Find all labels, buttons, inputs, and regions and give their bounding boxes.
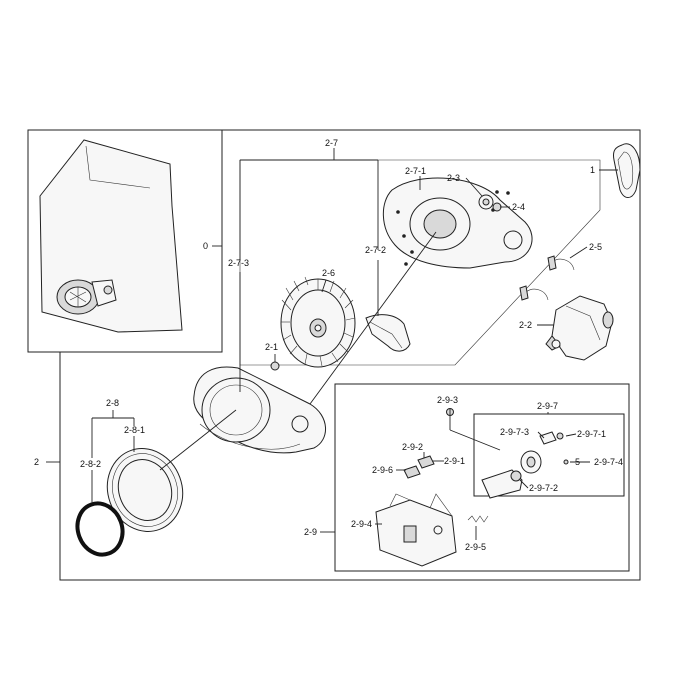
box-idler-sub [473, 413, 625, 497]
label-2-2: 2-2 [519, 320, 532, 330]
label-2: 2 [34, 457, 39, 467]
label-2-9-7-2: 2-9-7-2 [529, 483, 558, 493]
label-2-9-2: 2-9-2 [402, 442, 423, 452]
label-2-9-6: 2-9-6 [372, 465, 393, 475]
label-2-8-2: 2-8-2 [80, 459, 101, 469]
idler-washer-drawing [563, 459, 569, 465]
cover-panel [39, 139, 183, 333]
idler-pulley-wheel-drawing [520, 450, 542, 474]
callout-labels: 0 1 2 2-1 2-2 2-3 2-4 2-5 2-6 2-7 2-7-1 … [34, 138, 623, 552]
motor-clamps [519, 255, 575, 301]
idler-pulley-drawing [478, 194, 494, 210]
label-2-7-1: 2-7-1 [405, 166, 426, 176]
duct-ring-drawing [106, 448, 184, 532]
panel-fan-module [56, 279, 117, 315]
label-2-8-1: 2-8-1 [124, 425, 145, 435]
label-2-9-3: 2-9-3 [437, 395, 458, 405]
idler-spring-drawing [467, 515, 489, 523]
label-1: 1 [590, 165, 595, 175]
label-2-4: 2-4 [512, 202, 525, 212]
label-2-9-1: 2-9-1 [444, 456, 465, 466]
idler-bracket-drawing [375, 493, 457, 567]
duct-gasket-drawing [75, 501, 125, 557]
label-2-9-7-4: 2-9-7-4 [594, 457, 623, 467]
label-2-7-3: 2-7-3 [228, 258, 249, 268]
leader-lines [46, 148, 618, 540]
label-2-7: 2-7 [325, 138, 338, 148]
label-2-1: 2-1 [265, 342, 278, 352]
idler-shaft-drawing [539, 431, 564, 445]
label-5: 5 [575, 457, 580, 467]
drive-motor-drawing [545, 295, 614, 361]
label-2-7-2: 2-7-2 [365, 245, 386, 255]
label-2-9-5: 2-9-5 [465, 542, 486, 552]
pulley-clip-drawing [492, 202, 502, 212]
drive-belt-drawing [613, 143, 641, 198]
label-2-9-7-3: 2-9-7-3 [500, 427, 529, 437]
label-0: 0 [203, 241, 208, 251]
label-2-8: 2-8 [106, 398, 119, 408]
label-2-9-7-1: 2-9-7-1 [577, 429, 606, 439]
housing-seal-drawing [365, 314, 411, 352]
fan-nut-drawing [270, 361, 280, 371]
box-idler-assembly [334, 383, 630, 572]
idler-clip-drawing [403, 455, 435, 479]
idler-arm-drawing [481, 469, 523, 499]
blower-housing-back [382, 177, 533, 269]
label-2-3: 2-3 [447, 173, 460, 183]
label-2-9-4: 2-9-4 [351, 519, 372, 529]
box-drive-assembly [59, 129, 641, 581]
label-2-9: 2-9 [304, 527, 317, 537]
blower-housing-front [193, 366, 326, 454]
label-2-5: 2-5 [589, 242, 602, 252]
blower-wheel-drawing [280, 276, 356, 368]
label-2-6: 2-6 [322, 268, 335, 278]
label-2-9-7: 2-9-7 [537, 401, 558, 411]
